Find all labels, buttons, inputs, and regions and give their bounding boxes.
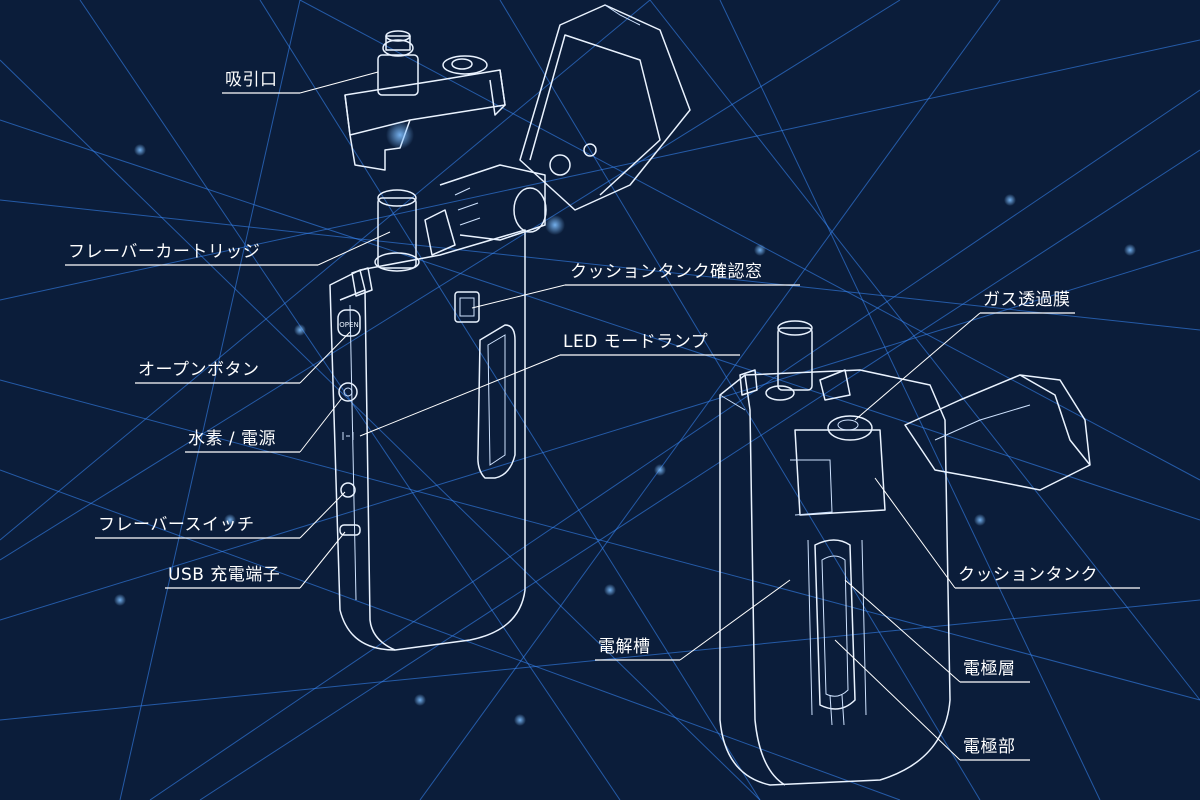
light-spark: [134, 144, 146, 156]
svg-text:OPEN: OPEN: [339, 321, 358, 329]
light-beam: [149, 89, 1200, 800]
light-spark: [754, 244, 766, 256]
light-beam: [0, 0, 901, 561]
label-led-mode-lamp: LED モードランプ: [563, 332, 709, 352]
light-spark: [1124, 244, 1136, 256]
light-spark: [294, 324, 306, 336]
light-beam: [0, 469, 901, 800]
leader-lines: [65, 71, 1140, 761]
left-device-illustration: OPEN: [329, 4, 691, 651]
light-beam: [199, 149, 1200, 800]
label-open-button: オープンボタン: [138, 360, 260, 380]
light-spark: [654, 464, 666, 476]
light-beam: [259, 0, 761, 800]
light-beam: [0, 249, 1200, 621]
label-electrode-part: 電極部: [963, 737, 1016, 757]
light-beam: [0, 119, 1200, 521]
light-spark: [514, 714, 526, 726]
label-electrode-layer: 電極層: [963, 659, 1016, 679]
label-flavor-switch: フレーバースイッチ: [98, 515, 255, 535]
light-spark: [224, 514, 236, 526]
label-mouthpiece: 吸引口: [225, 70, 278, 90]
light-spark: [114, 594, 126, 606]
light-spark: [604, 584, 616, 596]
label-gas-membrane: ガス透過膜: [983, 290, 1071, 310]
light-spark: [974, 514, 986, 526]
label-flavor-cartridge: フレーバーカートリッジ: [68, 242, 261, 262]
light-beam: [0, 0, 651, 541]
light-beam: [0, 39, 1200, 301]
label-usb-port: USB 充電端子: [168, 565, 281, 585]
label-cushion-tank-window: クッションタンク確認窓: [570, 262, 763, 282]
light-beam: [79, 0, 621, 800]
label-electrolytic-cell: 電解槽: [598, 637, 651, 657]
right-device-illustration: [719, 320, 1091, 786]
light-beam: [0, 379, 1200, 701]
light-beam: [719, 0, 1101, 800]
light-beam: [419, 0, 1001, 800]
light-spark: [414, 694, 426, 706]
light-beam: [119, 0, 301, 800]
light-beam: [299, 0, 1200, 481]
light-beam: [499, 0, 981, 800]
light-beam: [0, 199, 1200, 331]
light-beam: [649, 0, 1200, 701]
light-beam: [0, 59, 761, 800]
label-cushion-tank: クッションタンク: [958, 565, 1098, 585]
label-hydrogen-power: 水素 / 電源: [188, 429, 277, 449]
light-spark: [1004, 194, 1016, 206]
